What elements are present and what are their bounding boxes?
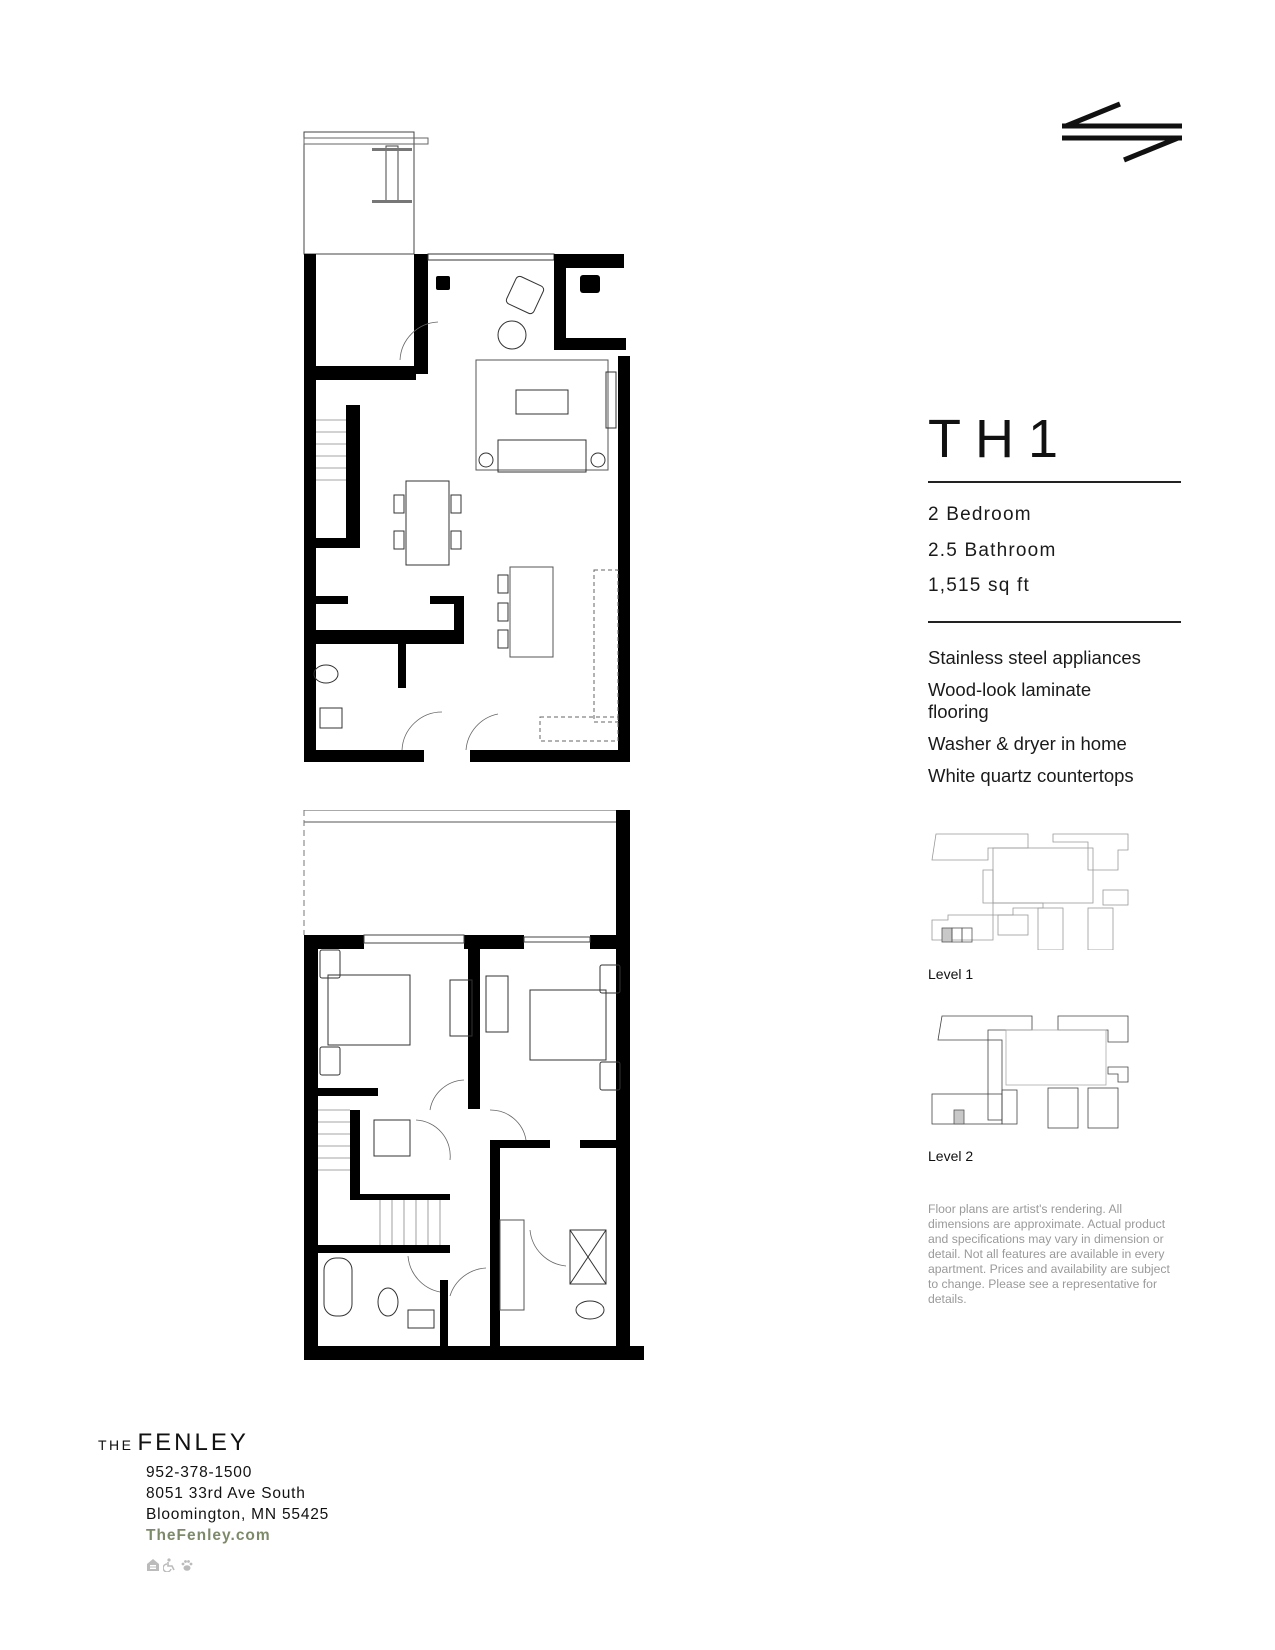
key-plan-label: Level 2 xyxy=(928,1148,974,1164)
feature-item: Wood-look laminate flooring xyxy=(928,679,1092,722)
feature-item: White quartz countertops xyxy=(928,765,1134,786)
brand-arrows-icon xyxy=(1062,101,1182,163)
website-link[interactable]: TheFenley.com xyxy=(146,1527,271,1544)
disclaimer-text: Floor plans are artist's rendering. All … xyxy=(928,1202,1170,1306)
footer-icons xyxy=(146,1558,194,1572)
logo-name: FENLEY xyxy=(137,1429,249,1456)
key-plan-level-1 xyxy=(931,833,1129,950)
square-footage: 1,515 sq ft xyxy=(928,575,1030,596)
divider xyxy=(928,621,1181,623)
equal-housing-icon xyxy=(147,1559,159,1571)
feature-item: Stainless steel appliances xyxy=(928,647,1141,668)
floor-plan-level-2 xyxy=(303,810,644,1360)
accessibility-icon xyxy=(163,1558,175,1572)
feature-item: Washer & dryer in home xyxy=(928,733,1127,754)
unit-title: TH1 xyxy=(928,409,1073,469)
bedroom-count: 2 Bedroom xyxy=(928,504,1032,525)
pet-friendly-icon xyxy=(181,1560,193,1571)
divider xyxy=(928,481,1181,483)
bathroom-count: 2.5 Bathroom xyxy=(928,540,1057,561)
logo-prefix: THE xyxy=(98,1437,134,1453)
city-address: Bloomington, MN 55425 xyxy=(146,1506,330,1523)
phone-number[interactable]: 952-378-1500 xyxy=(146,1464,253,1481)
key-plan-label: Level 1 xyxy=(928,966,974,982)
floor-plan-level-1 xyxy=(303,131,630,762)
street-address: 8051 33rd Ave South xyxy=(146,1485,306,1502)
key-plan-level-2 xyxy=(931,1015,1129,1129)
